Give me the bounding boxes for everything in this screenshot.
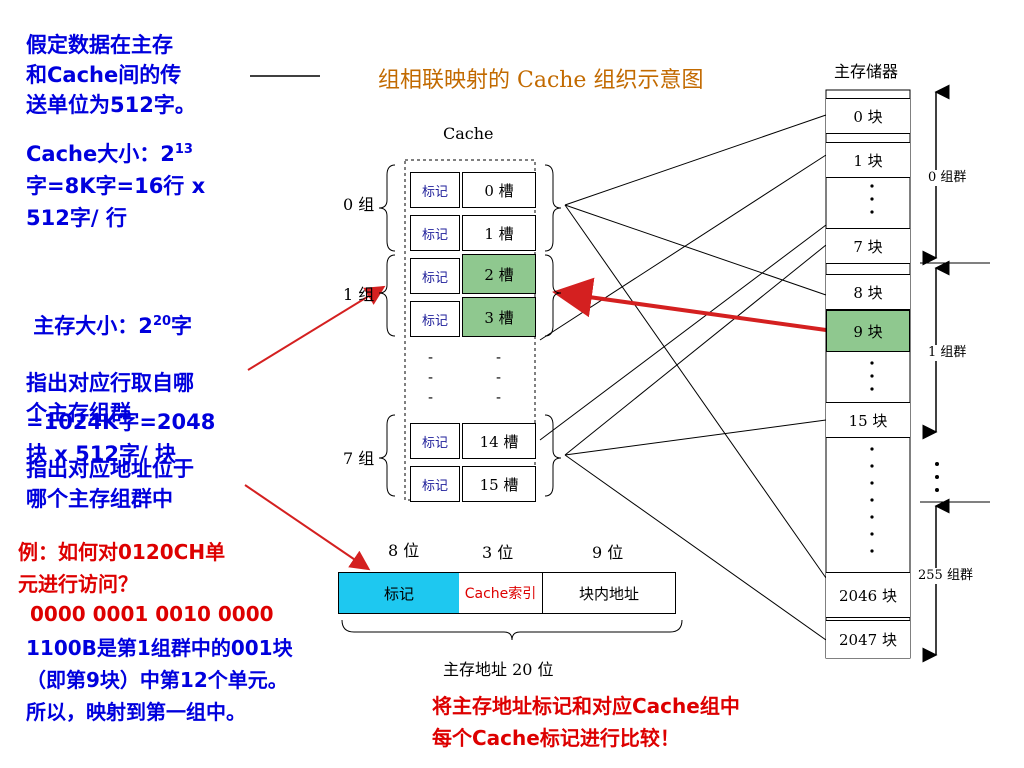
- block-1: 1 块: [826, 142, 910, 178]
- group-hint-arrow: [247, 285, 386, 371]
- example-question: 例：如何对0120CH单元进行访问？: [18, 540, 226, 596]
- block-9: 9 块: [826, 310, 910, 352]
- addr-field-offset: 块内地址: [542, 572, 676, 614]
- addr-bits-index: 3 位: [482, 543, 514, 562]
- block-15: 15 块: [826, 402, 910, 438]
- cluster-0-label: 0 组群: [928, 170, 967, 186]
- block9-to-set1-arrow: [552, 277, 827, 332]
- group-label-0: 0 组: [343, 195, 375, 214]
- tag-slot-14: 标记: [410, 423, 460, 459]
- group-label-7: 7 组: [343, 449, 375, 468]
- block-8: 8 块: [826, 274, 910, 310]
- addr-bits-tag: 8 位: [388, 541, 420, 560]
- note-addr-hint: 指出对应地址位于哪个主存组群中: [26, 457, 194, 511]
- cache-ellipsis-right: ---: [496, 350, 502, 406]
- block-2046: 2046 块: [826, 572, 910, 618]
- block-2047: 2047 块: [826, 620, 910, 658]
- addr-field-index: Cache索引: [459, 572, 543, 614]
- slot-0: 0 槽: [462, 172, 536, 208]
- block-0: 0 块: [826, 98, 910, 134]
- slot-15: 15 槽: [462, 466, 536, 502]
- diagram-title: 组相联映射的 Cache 组织示意图: [378, 68, 704, 93]
- addr-field-tag: 标记: [338, 572, 460, 614]
- example-bits: 0000 0001 0010 0000: [30, 602, 274, 626]
- slot-1: 1 槽: [462, 215, 536, 251]
- group-label-1: 1 组: [343, 285, 375, 304]
- slot-3: 3 槽: [462, 297, 536, 337]
- slot-14: 14 槽: [462, 423, 536, 459]
- tag-slot-1: 标记: [410, 215, 460, 251]
- addr-caption: 主存地址 20 位: [443, 660, 554, 679]
- memory-title: 主存储器: [834, 62, 899, 81]
- addr-bits-offset: 9 位: [592, 543, 624, 562]
- addr-hint-arrow: [244, 484, 371, 571]
- note-transfer-unit: 假定数据在主存和Cache间的传送单位为512字。: [26, 33, 196, 117]
- cache-ellipsis-left: ---: [428, 350, 434, 406]
- cluster-1-label: 1 组群: [928, 345, 967, 361]
- example-answer: 1100B是第1组群中的001块（即第9块）中第12个单元。所以，映射到第一组中…: [26, 636, 293, 724]
- compare-note: 将主存地址标记和对应Cache组中每个Cache标记进行比较！: [432, 694, 740, 750]
- tag-slot-2: 标记: [410, 258, 460, 294]
- slot-2: 2 槽: [462, 254, 536, 294]
- tag-slot-15: 标记: [410, 466, 460, 502]
- cluster-255-label: 255 组群: [918, 568, 973, 584]
- cache-title: Cache: [443, 124, 494, 143]
- tag-slot-3: 标记: [410, 301, 460, 337]
- tag-slot-0: 标记: [410, 172, 460, 208]
- block-7: 7 块: [826, 228, 910, 264]
- note-group-hint: 指出对应行取自哪个主存组群: [26, 371, 194, 425]
